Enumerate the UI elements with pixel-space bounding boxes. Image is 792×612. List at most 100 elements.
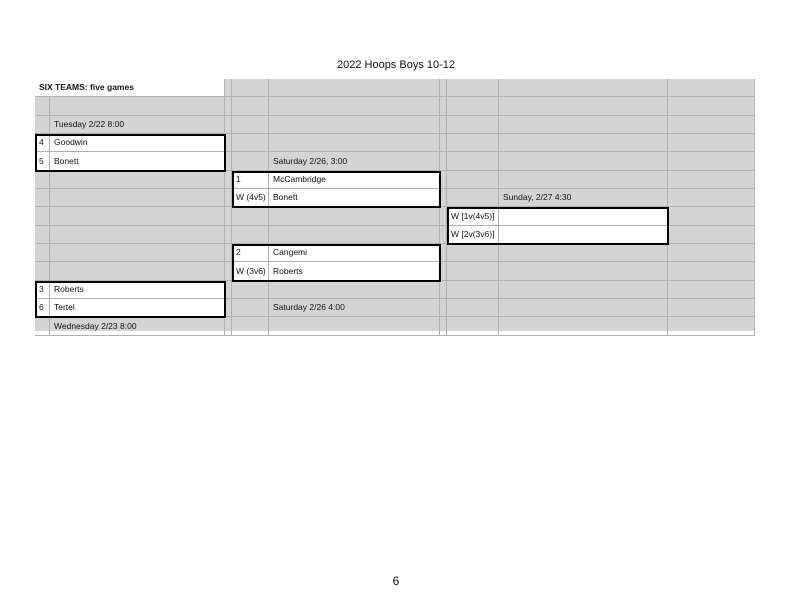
grid-cell[interactable] [35, 262, 50, 281]
grid-cell[interactable] [232, 225, 269, 244]
grid-cell[interactable] [447, 79, 499, 98]
grid-cell[interactable] [447, 188, 499, 208]
grid-cell[interactable] [499, 243, 668, 263]
grid-cell[interactable] [225, 188, 232, 208]
grid-cell[interactable] [50, 170, 225, 189]
bracket-cell[interactable]: 3 [35, 280, 50, 299]
grid-cell[interactable] [440, 188, 447, 208]
grid-cell[interactable] [447, 97, 499, 116]
bracket-cell[interactable]: Wednesday 2/23 8:00 [50, 317, 225, 336]
grid-cell[interactable] [440, 298, 447, 318]
bracket-cell[interactable]: Sunday, 2/27 4:30 [499, 188, 668, 208]
grid-cell[interactable] [447, 317, 499, 336]
grid-cell[interactable] [232, 207, 269, 226]
grid-cell[interactable] [232, 280, 269, 299]
grid-cell[interactable] [447, 298, 499, 318]
grid-cell[interactable] [499, 317, 668, 336]
grid-cell[interactable] [440, 97, 447, 116]
grid-cell[interactable] [499, 79, 668, 98]
grid-cell[interactable] [232, 152, 269, 171]
grid-cell[interactable] [225, 170, 232, 189]
grid-cell[interactable] [440, 152, 447, 171]
grid-cell[interactable] [440, 115, 447, 134]
grid-cell[interactable] [447, 262, 499, 281]
grid-cell[interactable] [225, 262, 232, 281]
grid-cell[interactable] [440, 280, 447, 299]
bracket-cell[interactable]: Bonett [50, 152, 225, 171]
bracket-cell[interactable]: W (4v5) [232, 188, 269, 208]
bracket-cell[interactable]: Tuesday 2/22 8:00 [50, 115, 225, 134]
grid-cell[interactable] [232, 298, 269, 318]
bracket-cell[interactable] [499, 207, 668, 226]
grid-cell[interactable] [668, 115, 755, 134]
grid-cell[interactable] [225, 79, 232, 98]
grid-cell[interactable] [440, 79, 447, 98]
grid-cell[interactable] [447, 243, 499, 263]
bracket-cell[interactable]: Roberts [50, 280, 225, 299]
bracket-cell[interactable] [499, 225, 668, 244]
grid-cell[interactable] [499, 133, 668, 153]
grid-cell[interactable] [668, 243, 755, 263]
grid-cell[interactable] [225, 243, 232, 263]
grid-cell[interactable] [225, 225, 232, 244]
grid-cell[interactable] [35, 207, 50, 226]
grid-cell[interactable] [269, 79, 440, 98]
grid-cell[interactable] [232, 317, 269, 336]
grid-cell[interactable] [269, 280, 440, 299]
grid-cell[interactable] [269, 225, 440, 244]
grid-cell[interactable] [225, 97, 232, 116]
grid-cell[interactable] [447, 133, 499, 153]
grid-cell[interactable] [499, 280, 668, 299]
bracket-cell[interactable]: Saturday 2/26, 3:00 [269, 152, 440, 171]
bracket-cell[interactable]: W [2v(3v6)] [447, 225, 499, 244]
grid-cell[interactable] [225, 133, 232, 153]
grid-cell[interactable] [232, 115, 269, 134]
grid-cell[interactable] [269, 207, 440, 226]
grid-cell[interactable] [440, 317, 447, 336]
grid-cell[interactable] [225, 207, 232, 226]
bracket-cell[interactable]: 1 [232, 170, 269, 189]
grid-cell[interactable] [668, 79, 755, 98]
grid-cell[interactable] [499, 152, 668, 171]
grid-cell[interactable] [499, 262, 668, 281]
grid-cell[interactable] [232, 79, 269, 98]
grid-cell[interactable] [35, 97, 50, 116]
grid-cell[interactable] [50, 243, 225, 263]
grid-cell[interactable] [447, 170, 499, 189]
bracket-cell[interactable]: W [1v(4v5)] [447, 207, 499, 226]
bracket-cell[interactable]: 4 [35, 133, 50, 153]
grid-cell[interactable] [668, 133, 755, 153]
grid-cell[interactable] [232, 133, 269, 153]
grid-cell[interactable] [35, 317, 50, 336]
grid-cell[interactable] [447, 115, 499, 134]
bracket-cell[interactable]: Cangemi [269, 243, 440, 263]
grid-cell[interactable] [668, 170, 755, 189]
grid-cell[interactable] [35, 243, 50, 263]
grid-cell[interactable] [668, 188, 755, 208]
grid-cell[interactable] [499, 170, 668, 189]
grid-cell[interactable] [440, 243, 447, 263]
grid-cell[interactable] [668, 207, 755, 226]
grid-cell[interactable] [668, 298, 755, 318]
bracket-cell[interactable]: SIX TEAMS: five games [35, 79, 225, 98]
grid-cell[interactable] [447, 152, 499, 171]
grid-cell[interactable] [440, 207, 447, 226]
grid-cell[interactable] [232, 97, 269, 116]
grid-cell[interactable] [668, 317, 755, 336]
grid-cell[interactable] [50, 225, 225, 244]
grid-cell[interactable] [668, 152, 755, 171]
bracket-cell[interactable]: 6 [35, 298, 50, 318]
grid-cell[interactable] [35, 188, 50, 208]
grid-cell[interactable] [50, 188, 225, 208]
bracket-cell[interactable]: Bonett [269, 188, 440, 208]
bracket-cell[interactable]: W (3v6) [232, 262, 269, 281]
grid-cell[interactable] [499, 298, 668, 318]
grid-cell[interactable] [440, 133, 447, 153]
grid-cell[interactable] [440, 262, 447, 281]
grid-cell[interactable] [668, 225, 755, 244]
grid-cell[interactable] [440, 170, 447, 189]
grid-cell[interactable] [50, 97, 225, 116]
bracket-cell[interactable]: Roberts [269, 262, 440, 281]
grid-cell[interactable] [499, 97, 668, 116]
grid-cell[interactable] [35, 225, 50, 244]
